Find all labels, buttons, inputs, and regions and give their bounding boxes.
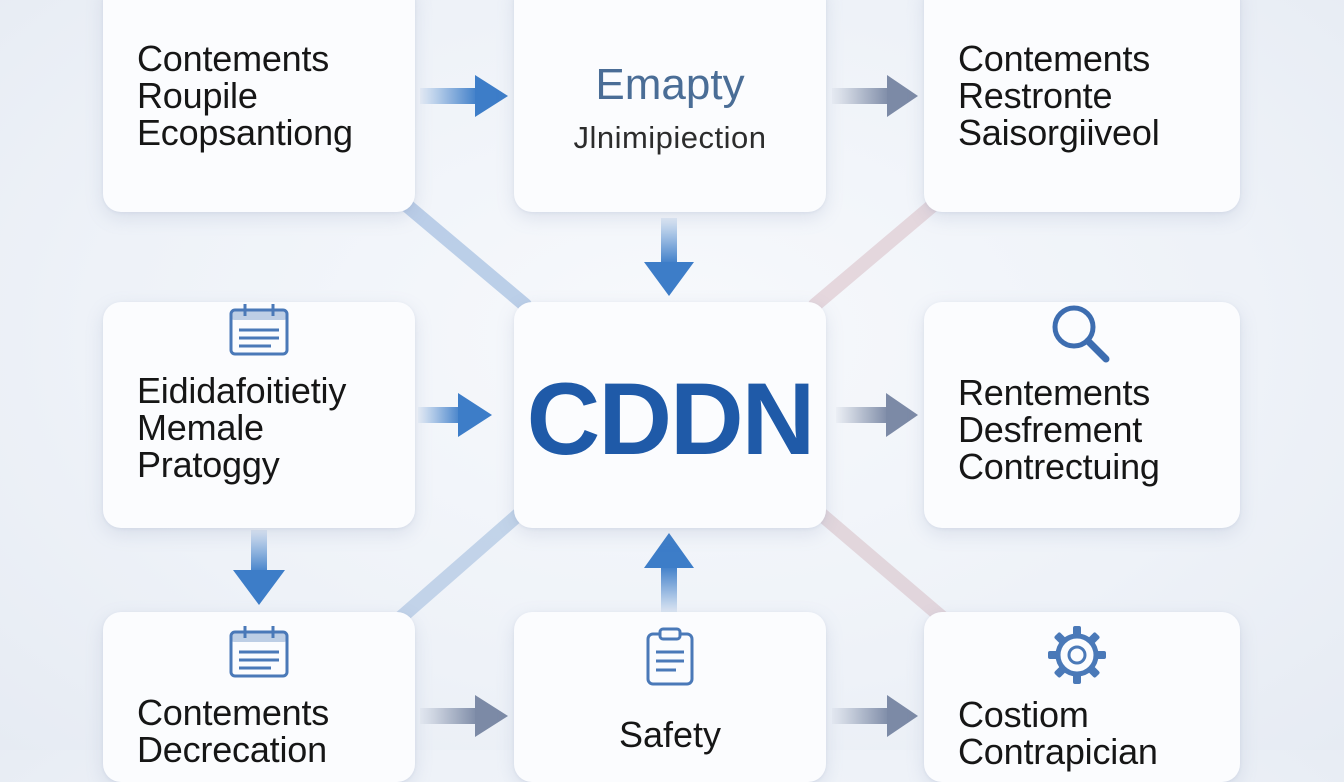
card-mid-right: Rentements Desfrement Contrectuing <box>924 302 1240 528</box>
calendar-icon <box>229 304 289 356</box>
card-line: Roupile <box>137 75 258 116</box>
card-bottom-center: Safety <box>514 612 826 782</box>
card-bottom-left: Contements Decrecation <box>103 612 415 782</box>
card-line: Memale <box>137 407 264 448</box>
card-line: Desfrement <box>958 409 1143 450</box>
arrow-bottom-center-to-center <box>644 533 694 612</box>
arrow-bottom-center-to-bottom-right <box>832 695 918 737</box>
connector-diagonal-bottom-left <box>391 508 525 627</box>
arrow-top-center-to-top-right <box>832 75 918 117</box>
card-line: Contrapician <box>958 731 1158 772</box>
arrow-mid-left-to-center <box>418 393 492 437</box>
arrow-top-left-to-top-center <box>420 75 508 117</box>
card-text: Costiom Contrapician <box>958 696 1226 770</box>
card-line: Contrectuing <box>958 446 1160 487</box>
card-title: Safety <box>618 714 722 755</box>
card-line: Contements <box>958 38 1151 79</box>
card-top-right: Contements Restronte Saisorgiiveol <box>924 0 1240 212</box>
card-subtitle: Jlnimipiection <box>573 120 767 155</box>
arrow-center-to-mid-right <box>836 393 918 437</box>
card-line: Restronte <box>958 75 1113 116</box>
card-line: Saisorgiiveol <box>958 112 1160 153</box>
clipboard-icon <box>646 627 694 686</box>
card-line: Pratoggy <box>137 444 280 485</box>
connector-diagonal-top-left <box>391 191 532 312</box>
card-top-left: Contements Roupile Ecopsantiong <box>103 0 415 212</box>
connector-diagonal-top-right <box>808 188 952 312</box>
card-center: CDDN <box>514 302 826 528</box>
calendar-icon <box>229 626 289 678</box>
connectors-layer <box>233 75 952 737</box>
card-text: Eididafoitietiy Memale Pratoggy <box>137 372 401 483</box>
card-text: Contements Restronte Saisorgiiveol <box>958 40 1226 151</box>
card-text: Rentements Desfrement Contrectuing <box>958 374 1226 485</box>
card-top-center: Emapty Jlnimipiection <box>514 0 826 212</box>
arrow-bottom-left-to-bottom-center <box>420 695 508 737</box>
arrow-mid-left-to-bottom-left <box>233 530 285 605</box>
gear-icon <box>1048 626 1106 684</box>
card-text: Contements Roupile Ecopsantiong <box>137 40 401 151</box>
arrow-top-center-to-center <box>644 218 694 296</box>
card-line: Eididafoitietiy <box>137 370 347 411</box>
magnifier-icon <box>1052 305 1110 363</box>
card-line: Contements <box>137 692 330 733</box>
card-line: Rentements <box>958 372 1151 413</box>
card-text: Contements Decrecation <box>137 694 401 768</box>
card-mid-left: Eididafoitietiy Memale Pratoggy <box>103 302 415 528</box>
center-title: CDDN <box>526 362 816 476</box>
card-title: Emapty <box>595 60 745 109</box>
card-line: Costiom <box>958 694 1089 735</box>
connector-diagonal-bottom-right <box>815 508 952 627</box>
card-line: Contements <box>137 38 330 79</box>
card-bottom-right: Costiom Contrapician <box>924 612 1240 782</box>
card-line: Ecopsantiong <box>137 112 353 153</box>
